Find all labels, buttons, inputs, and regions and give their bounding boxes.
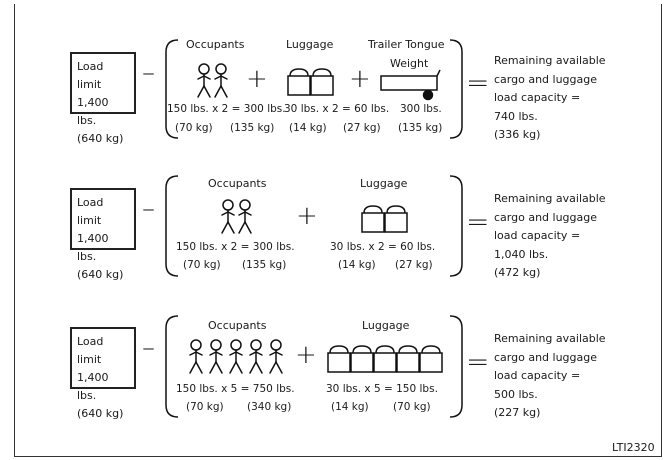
result-text-3: Remaining available cargo and luggage lo…	[494, 330, 606, 423]
luggage-header: Luggage	[362, 319, 410, 332]
luggage-item-kg: (14 kg)	[331, 401, 369, 413]
occupants-total-kg: (135 kg)	[242, 259, 287, 271]
luggage-item-kg: (14 kg)	[338, 259, 376, 271]
plus-sign: +	[349, 64, 371, 94]
figure-code: LTI2320	[612, 441, 655, 454]
equals-sign: =	[466, 345, 490, 378]
result-line: Remaining available	[494, 54, 606, 67]
luggage-icon	[327, 345, 443, 373]
trailer-kg: (135 kg)	[398, 122, 443, 134]
load-limit-lbs: 1,400 lbs.	[77, 232, 109, 263]
load-limit-kg: (640 kg)	[77, 132, 124, 145]
result-kg: (472 kg)	[494, 266, 541, 279]
result-line: load capacity =	[494, 91, 581, 104]
luggage-item-kg: (14 kg)	[289, 122, 327, 134]
result-line: load capacity =	[494, 369, 581, 382]
occupant-icon	[238, 199, 252, 234]
occupants-header: Occupants	[208, 319, 267, 332]
occupants-total-kg: (135 kg)	[230, 122, 275, 134]
result-line: Remaining available	[494, 332, 606, 345]
bracket	[165, 39, 463, 139]
minus-sign: –	[142, 194, 155, 224]
occupant-icon	[229, 339, 243, 374]
load-limit-lbs: 1,400 lbs.	[77, 96, 109, 127]
occupants-header: Occupants	[208, 177, 267, 190]
result-lbs: 740 lbs.	[494, 109, 538, 123]
result-kg: (227 kg)	[494, 406, 541, 419]
load-limit-box-2: Load limit 1,400 lbs. (640 kg)	[70, 188, 136, 281]
bracket	[165, 175, 463, 277]
result-text-1: Remaining available cargo and luggage lo…	[494, 52, 606, 145]
load-limit-kg: (640 kg)	[77, 407, 124, 420]
occupants-calc: 150 lbs. x 2 = 300 lbs.	[167, 103, 286, 115]
occupants-calc: 150 lbs. x 5 = 750 lbs.	[176, 383, 295, 395]
occupant-icon	[221, 199, 235, 234]
luggage-icon	[287, 68, 334, 96]
result-text-2: Remaining available cargo and luggage lo…	[494, 190, 606, 283]
plus-sign: +	[295, 340, 317, 370]
result-lbs: 500 lbs.	[494, 387, 538, 401]
plus-sign: +	[246, 64, 268, 94]
result-line: cargo and luggage	[494, 350, 598, 364]
result-lbs: 1,040 lbs.	[494, 247, 549, 261]
result-line: load capacity =	[494, 229, 581, 242]
equals-sign: =	[466, 205, 490, 238]
result-line: Remaining available	[494, 192, 606, 205]
plus-sign: +	[296, 201, 318, 231]
occupant-kg: (70 kg)	[183, 259, 221, 271]
figure-frame	[14, 4, 662, 457]
load-limit-label: Load limit	[77, 196, 104, 227]
occupant-icon	[189, 339, 203, 374]
trailer-tongue-header: Trailer Tongue	[368, 38, 445, 51]
occupants-total-kg: (340 kg)	[247, 401, 292, 413]
luggage-total-kg: (27 kg)	[395, 259, 433, 271]
luggage-header: Luggage	[286, 38, 334, 51]
occupant-icon	[197, 63, 211, 98]
luggage-calc: 30 lbs. x 5 = 150 lbs.	[326, 383, 438, 395]
load-limit-label: Load limit	[77, 335, 104, 366]
equals-sign: =	[466, 66, 490, 99]
occupants-calc: 150 lbs. x 2 = 300 lbs.	[176, 241, 295, 253]
luggage-calc: 30 lbs. x 2 = 60 lbs.	[330, 241, 436, 253]
trailer-weight-value: 300 lbs.	[400, 103, 442, 115]
occupant-icon	[269, 339, 283, 374]
occupant-kg: (70 kg)	[186, 401, 224, 413]
occupant-icon	[249, 339, 263, 374]
luggage-header: Luggage	[360, 177, 408, 190]
load-limit-lbs: 1,400 lbs.	[77, 371, 109, 402]
luggage-total-kg: (70 kg)	[393, 401, 431, 413]
luggage-calc: 30 lbs. x 2 = 60 lbs.	[284, 103, 390, 115]
result-kg: (336 kg)	[494, 128, 541, 141]
minus-sign: –	[142, 58, 155, 88]
luggage-total-kg: (27 kg)	[343, 122, 381, 134]
load-limit-box-3: Load limit 1,400 lbs. (640 kg)	[70, 327, 136, 420]
trailer-weight-header: Weight	[390, 57, 429, 70]
occupant-kg: (70 kg)	[175, 122, 213, 134]
occupant-icon	[209, 339, 223, 374]
minus-sign: –	[142, 333, 155, 363]
occupants-header: Occupants	[186, 38, 245, 51]
result-line: cargo and luggage	[494, 210, 598, 224]
result-line: cargo and luggage	[494, 72, 598, 86]
trailer-icon	[380, 69, 441, 101]
bracket	[165, 315, 463, 418]
luggage-icon	[361, 205, 408, 233]
load-limit-label: Load limit	[77, 60, 104, 91]
load-limit-kg: (640 kg)	[77, 268, 124, 281]
occupant-icon	[214, 63, 228, 98]
load-limit-box-1: Load limit 1,400 lbs. (640 kg)	[70, 52, 136, 145]
